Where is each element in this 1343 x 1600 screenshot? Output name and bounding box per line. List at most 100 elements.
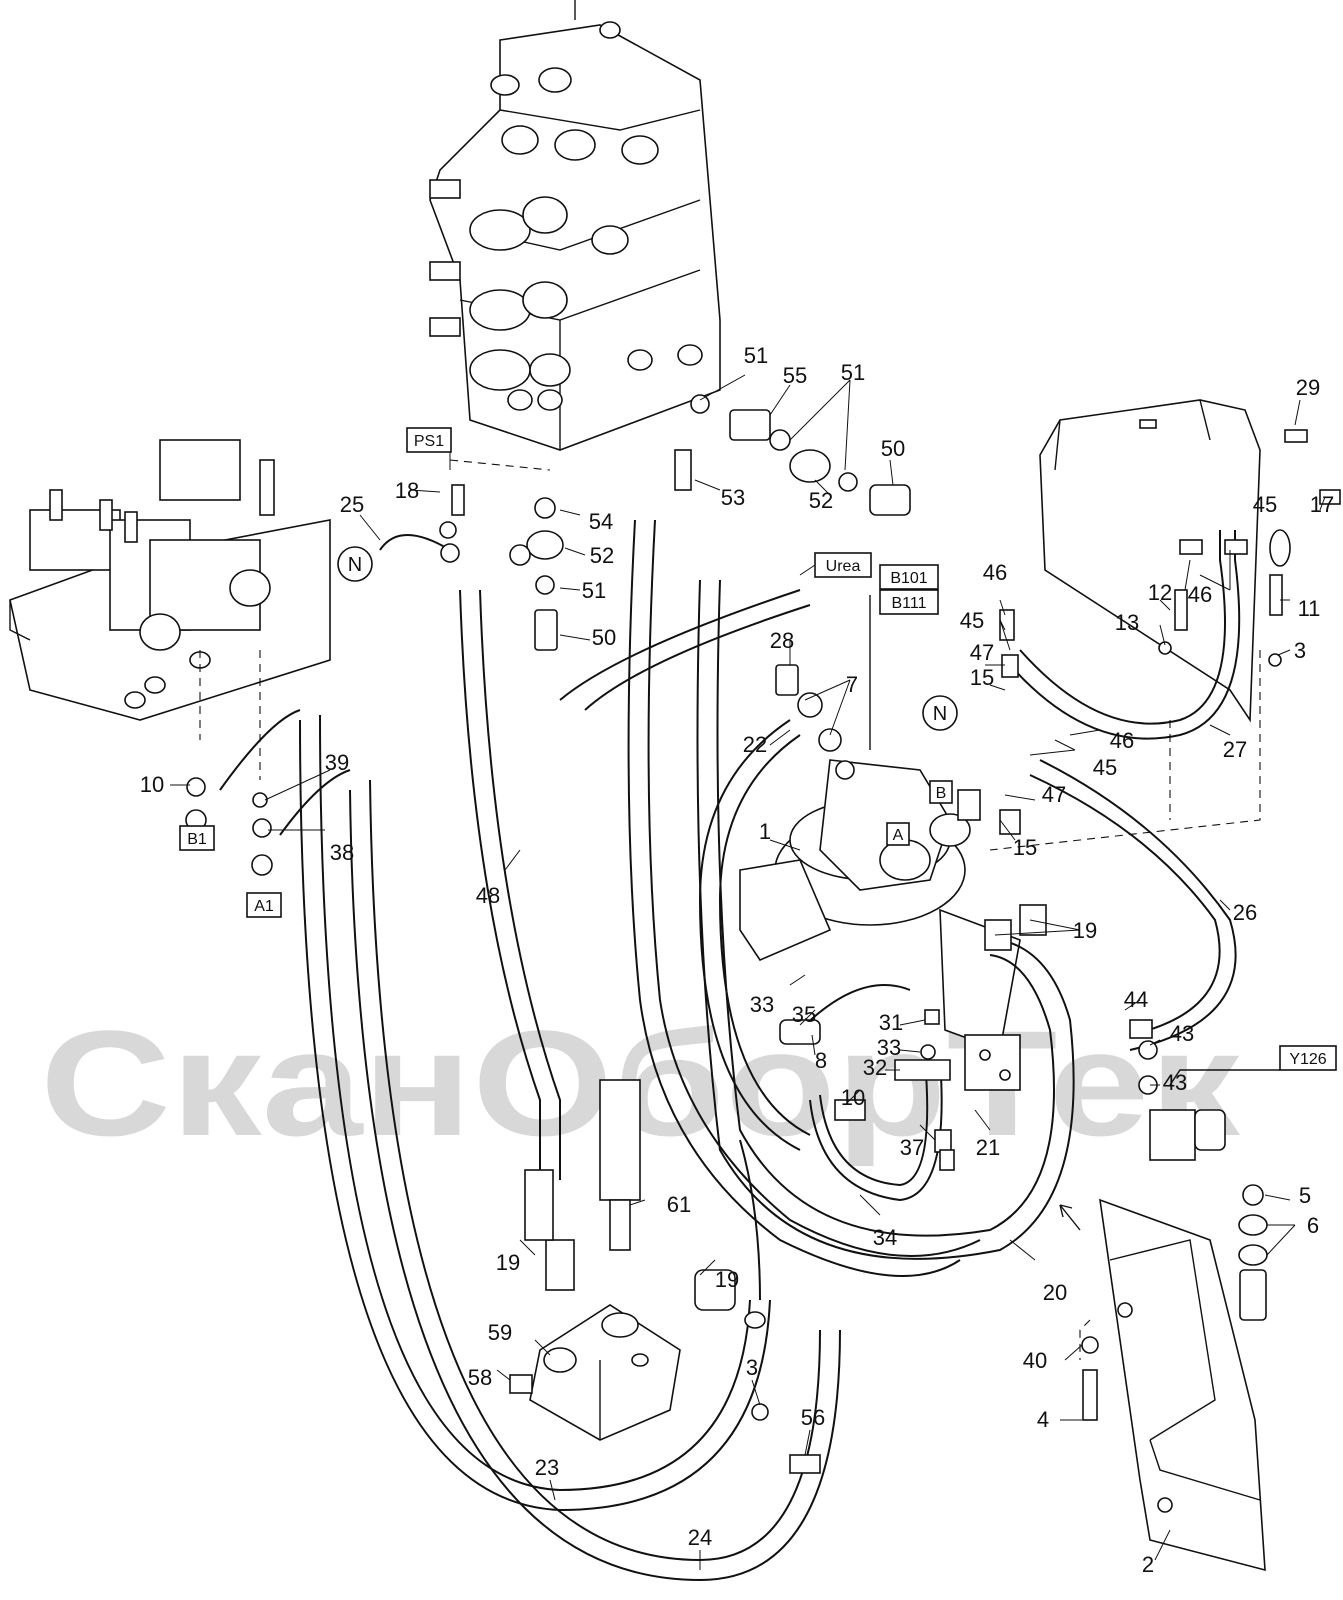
part-number: 19 [1073,918,1097,943]
part-number: 50 [592,625,616,650]
tag-a1: A1 [246,892,282,918]
tag-b101-text: B101 [890,570,927,587]
control-valve-block [429,0,721,451]
part-number: 35 [792,1002,816,1027]
part-number: 33 [750,992,774,1017]
part-number: 15 [1013,835,1037,860]
leader-lines [170,374,1326,1570]
part-number: 50 [881,436,905,461]
tag-a1-text: A1 [254,898,274,915]
part-number: 52 [809,488,833,513]
part-number: 55 [783,363,807,388]
part-number: 48 [476,883,500,908]
bracket [1059,1198,1266,1572]
part-number: 46 [983,560,1007,585]
part-number: 52 [590,543,614,568]
part-number: 27 [1223,737,1247,762]
part-number: 28 [770,628,794,653]
part-number: 38 [330,840,354,865]
part-number: 56 [801,1405,825,1430]
hose-24 [349,789,841,1582]
part-callouts: 1 2 3 3 4 5 6 7 8 10 10 11 12 13 15 15 1… [140,343,1334,1577]
hose-34 [809,1059,943,1202]
part-number: 54 [589,509,613,534]
marker-n-left-text: N [348,554,362,576]
part-number: 33 [877,1035,901,1060]
part-number: 45 [1093,755,1117,780]
part-number: 2 [1142,1552,1154,1577]
hose-22 [698,719,801,1151]
tag-a: A [886,822,910,846]
reference-lines [199,459,1261,1360]
marker-n-right-text: N [933,703,947,725]
part-number: 8 [815,1048,827,1073]
part-number: 51 [744,343,768,368]
part-number: 20 [1043,1280,1067,1305]
solenoid-valve-block [9,439,331,721]
part-number: 13 [1115,610,1139,635]
part-number: 32 [863,1055,887,1080]
part-number: 23 [535,1455,559,1480]
part-number: 19 [715,1267,739,1292]
part-number: 59 [488,1320,512,1345]
part-number: 43 [1163,1070,1187,1095]
part-number: 12 [1148,580,1172,605]
circle-markers: N N [337,546,958,731]
tag-b1: B1 [179,825,215,851]
hose-23 [299,719,771,1512]
tag-urea-text: Urea [826,558,861,575]
part-number: 40 [1023,1348,1047,1373]
tag-ps1-text: PS1 [414,433,444,450]
part-number: 61 [667,1192,691,1217]
part-number: 51 [582,578,606,603]
tag-y126-text: Y126 [1289,1051,1326,1068]
part-number: 11 [1298,596,1321,621]
hose-48 [459,589,541,1180]
part-number: 34 [873,1225,897,1250]
rotary-joint [739,759,1021,1091]
part-number: 17 [1310,492,1334,517]
part-number: 58 [468,1365,492,1390]
part-number: 25 [340,492,364,517]
part-number: 47 [970,640,994,665]
hose-26 [1039,759,1237,1051]
part-number: 45 [960,608,984,633]
marker-n-left [337,546,373,582]
part-number: 21 [976,1135,1000,1160]
part-number: 44 [1124,987,1148,1012]
part-number: 26 [1233,900,1257,925]
part-number: 31 [879,1010,903,1035]
part-number: 5 [1299,1183,1311,1208]
hose-25 [379,534,451,551]
line-mount-block [529,1079,681,1441]
tank-shield [1039,399,1261,723]
part-number: 47 [1042,782,1066,807]
part-number: 43 [1170,1021,1194,1046]
fittings [185,394,1341,1474]
part-number: 15 [970,665,994,690]
tag-b-text: B [936,785,947,802]
part-number: 10 [841,1085,865,1110]
part-number: 37 [900,1135,924,1160]
tag-b1-text: B1 [187,831,207,848]
part-number: 7 [846,672,858,697]
hoses [219,519,1280,1582]
part-number: 6 [1307,1213,1319,1238]
part-number: 53 [721,485,745,510]
part-number: 1 [759,819,771,844]
tag-ps1: PS1 [406,427,452,470]
part-number: 18 [395,478,419,503]
connector-tags: PS1 Urea B101 B111 B1 A1 A [179,427,1337,1071]
tag-urea: Urea [799,552,872,578]
tag-a-text: A [893,827,904,844]
part-number: 10 [140,772,164,797]
part-number: 45 [1253,492,1277,517]
part-number: 46 [1110,728,1134,753]
part-number: 19 [496,1250,520,1275]
part-number: 22 [743,732,767,757]
marker-n-right [922,695,958,731]
part-number: 4 [1037,1407,1049,1432]
part-number: 39 [325,750,349,775]
tag-b111-text: B111 [892,595,927,612]
